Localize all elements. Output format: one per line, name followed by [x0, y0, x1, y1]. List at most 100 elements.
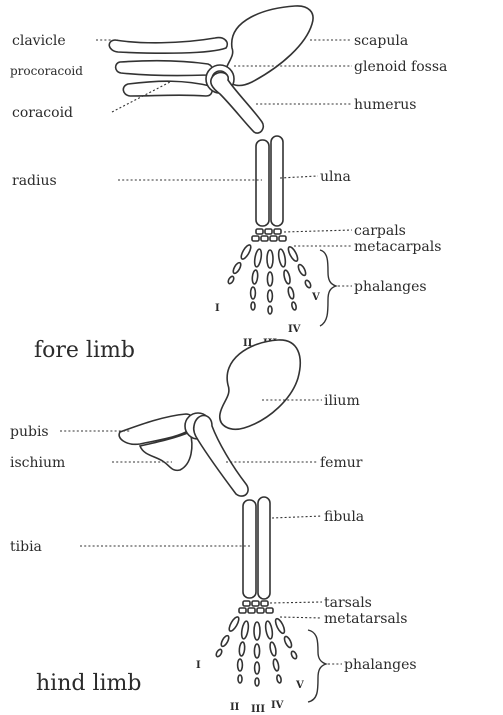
- procoracoid-bone: [116, 61, 213, 76]
- hind-digits-group: [215, 616, 298, 686]
- label-fibula: fibula: [324, 509, 364, 525]
- carpal: [261, 236, 268, 241]
- phalanx: [287, 287, 295, 300]
- phalanx: [268, 290, 273, 302]
- phalanges-brace-fore: [320, 250, 336, 326]
- clavicle-bone: [109, 38, 227, 54]
- label-procoracoid: procoracoid: [10, 64, 83, 78]
- carpal: [252, 236, 259, 241]
- label-carpals: carpals: [354, 223, 406, 239]
- metacarpal: [267, 250, 273, 268]
- metacarpal: [277, 249, 286, 268]
- tarsal: [248, 608, 255, 613]
- label-glenoid-fossa: glenoid fossa: [354, 59, 447, 75]
- hind-digit-numeral: II: [230, 702, 240, 713]
- tarsals-group: [239, 601, 273, 613]
- phalanx: [220, 635, 231, 648]
- hind-limb-title: hind limb: [36, 671, 141, 696]
- metacarpal: [253, 249, 262, 268]
- label-ilium: ilium: [324, 393, 360, 409]
- leader-tarsals: [270, 602, 322, 603]
- scapula-bone: [225, 6, 313, 86]
- carpal: [256, 229, 263, 234]
- hind-digit-numeral: I: [196, 660, 201, 671]
- leader-metatarsals: [280, 617, 322, 618]
- phalanx: [252, 270, 259, 284]
- phalanx: [238, 659, 243, 671]
- phalanx: [215, 648, 223, 657]
- label-pubis: pubis: [10, 424, 49, 440]
- phalanx: [290, 650, 297, 659]
- leader-carpals: [284, 230, 352, 232]
- phalanx: [297, 263, 307, 276]
- phalanx: [239, 642, 246, 656]
- label-femur: femur: [320, 455, 363, 471]
- metatarsal: [264, 621, 273, 640]
- phalanx: [272, 659, 279, 672]
- phalanx: [283, 635, 293, 648]
- carpal: [274, 229, 281, 234]
- phalanx: [267, 272, 272, 286]
- carpal: [270, 236, 277, 241]
- phalanx: [268, 306, 272, 314]
- fore-digit-numeral: I: [215, 303, 220, 314]
- tarsal: [261, 601, 268, 606]
- fore-digit-numeral: IV: [288, 324, 301, 335]
- label-clavicle: clavicle: [12, 33, 66, 49]
- label-scapula: scapula: [354, 33, 408, 49]
- leader-fibula: [272, 516, 322, 518]
- metatarsal: [274, 617, 286, 634]
- phalanx: [251, 302, 255, 310]
- fore-limb-group: clavicle procoracoid coracoid scapula gl…: [10, 6, 447, 363]
- label-phalanges-fore: phalanges: [354, 279, 427, 295]
- phalanx: [232, 262, 243, 275]
- phalanx: [255, 678, 259, 686]
- phalanx: [276, 675, 282, 684]
- label-phalanges-hind: phalanges: [344, 657, 417, 673]
- label-metacarpals: metacarpals: [354, 239, 441, 255]
- hind-digit-numeral: III: [251, 704, 265, 715]
- metatarsal: [240, 621, 249, 640]
- label-tibia: tibia: [10, 539, 42, 555]
- phalanges-brace-hind: [308, 630, 326, 702]
- hind-digit-numeral: IV: [271, 700, 284, 711]
- label-ulna: ulna: [320, 169, 351, 185]
- tarsal: [266, 608, 273, 613]
- tarsal: [243, 601, 250, 606]
- label-humerus: humerus: [354, 97, 417, 113]
- coracoid-bone: [123, 81, 212, 96]
- tarsal: [257, 608, 264, 613]
- carpal: [265, 229, 272, 234]
- metacarpal: [239, 244, 252, 261]
- hind-digit-numeral: V: [295, 680, 304, 691]
- metatarsal: [227, 616, 240, 633]
- phalanx: [283, 270, 291, 285]
- carpals-group: [252, 229, 286, 241]
- fibula-bone: [258, 497, 270, 599]
- phalanx: [251, 287, 256, 299]
- radius-bone: [256, 140, 269, 226]
- metatarsal: [254, 622, 260, 640]
- carpal: [279, 236, 286, 241]
- tarsal: [252, 601, 259, 606]
- tibia-bone: [243, 500, 256, 598]
- phalanx: [227, 275, 235, 284]
- fore-limb-title: fore limb: [34, 338, 135, 363]
- hind-limb-group: ilium pubis ischium femur fibula tibia t…: [10, 340, 417, 715]
- phalanx: [254, 644, 259, 658]
- ulna-bone: [271, 136, 283, 226]
- label-metatarsals: metatarsals: [324, 611, 407, 627]
- fore-digit-numeral: V: [311, 292, 320, 303]
- metacarpal: [287, 246, 300, 263]
- label-coracoid: coracoid: [12, 105, 73, 121]
- phalanx: [269, 642, 277, 657]
- phalanx: [238, 675, 242, 683]
- phalanx: [255, 662, 260, 674]
- ilium-bone: [220, 340, 300, 429]
- label-tarsals: tarsals: [324, 595, 372, 611]
- tarsal: [239, 608, 246, 613]
- phalanx: [291, 302, 297, 311]
- phalanx: [304, 279, 312, 288]
- label-ischium: ischium: [10, 455, 65, 471]
